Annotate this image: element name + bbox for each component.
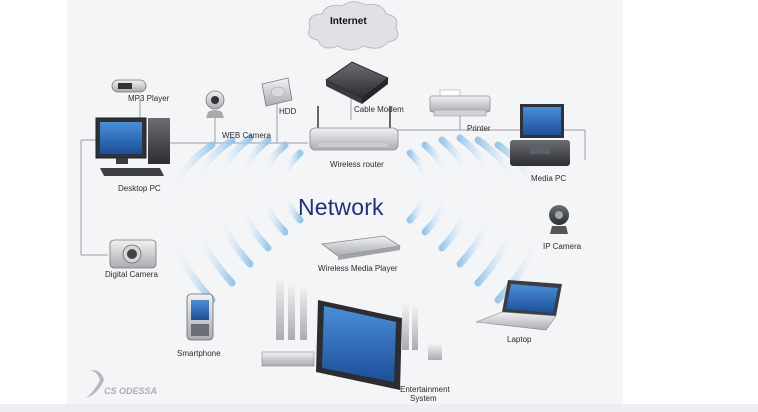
internet-label: Internet [330,16,367,27]
hdd-label: HDD [279,107,297,116]
cable-modem-label: Cable Modem [354,105,404,114]
page-margin [623,0,758,412]
desktop-pc-label: Desktop PC [118,184,161,193]
internet-cloud-icon [308,1,399,51]
ip-camera-icon [549,205,569,234]
wireless-router-icon [309,106,399,151]
desktop-pc-icon [95,117,170,176]
digital-camera-label: Digital Camera [105,270,158,279]
media-pc-label: Media PC [531,174,567,183]
bottom-bar [0,404,758,412]
web-camera-label: WEB Camera [222,131,271,140]
laptop-icon [475,280,562,331]
network-title: Network [298,194,384,220]
smartphone-label: Smartphone [177,349,221,358]
laptop-label: Laptop [507,335,532,344]
printer-icon [429,89,491,117]
printer-label: Printer [467,124,491,133]
entertainment-system-icon [261,278,442,390]
web-camera-icon [205,90,225,118]
wireless-router-label: Wireless router [330,160,384,169]
media-pc-icon [510,104,570,166]
brand-label: CS ODESSA [104,386,158,396]
entertainment-system-label-line2: System [410,394,437,403]
wireless-media-player-label: Wireless Media Player [318,264,398,273]
brand-logo-icon [86,370,104,398]
mp3-player-label: MP3 Player [128,94,170,103]
digital-camera-icon [109,239,157,269]
hdd-icon [261,77,293,107]
smartphone-icon [186,293,214,341]
entertainment-system-label-line1: Entertainment [400,385,450,394]
mp3-player-icon [111,79,147,93]
cable-modem-icon [325,61,389,104]
wireless-media-player-icon [320,235,402,260]
ip-camera-label: IP Camera [543,242,582,251]
